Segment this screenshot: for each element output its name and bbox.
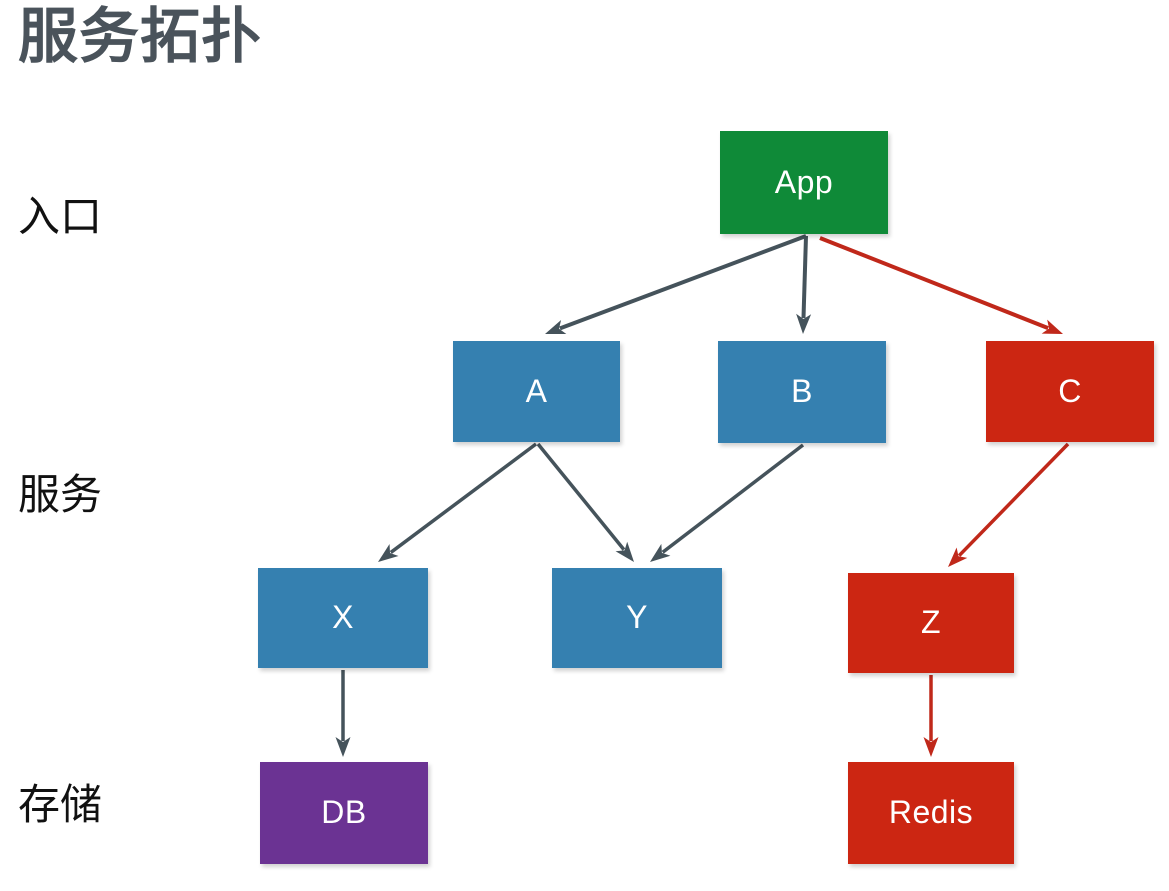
arrowhead-icon xyxy=(796,313,812,334)
node-c-label: C xyxy=(1058,372,1082,409)
node-a-label: A xyxy=(525,372,548,409)
edge-a-to-x xyxy=(378,442,538,562)
edge-line xyxy=(536,442,626,551)
band-label-service: 服务 xyxy=(18,471,103,518)
edge-line xyxy=(819,236,1049,330)
edge-app-to-c xyxy=(819,236,1063,334)
edge-app-to-b xyxy=(796,235,812,334)
node-z-label: Z xyxy=(920,604,942,640)
node-x-label: X xyxy=(332,599,354,635)
node-x[interactable]: X xyxy=(258,568,428,668)
node-redis-label: Redis xyxy=(888,794,974,830)
node-c[interactable]: C xyxy=(986,341,1154,442)
edge-c-to-z xyxy=(948,442,1070,567)
node-db-label: DB xyxy=(321,794,367,830)
edge-z-to-redis xyxy=(923,675,939,757)
edge-app-to-a xyxy=(545,234,807,334)
edge-b-to-y xyxy=(650,443,805,562)
arrowhead-icon xyxy=(923,737,939,757)
arrowhead-icon xyxy=(545,319,567,334)
node-app-label: App xyxy=(774,163,834,200)
band-label-storage: 存储 xyxy=(18,781,103,828)
edge-a-to-y xyxy=(536,442,634,562)
edge-line xyxy=(559,234,807,331)
edge-line xyxy=(801,235,808,319)
arrowhead-icon xyxy=(1041,319,1063,334)
node-app[interactable]: App xyxy=(720,131,888,234)
edge-line xyxy=(389,442,538,554)
edge-line xyxy=(957,442,1070,557)
arrowhead-icon xyxy=(948,547,968,567)
node-z[interactable]: Z xyxy=(848,573,1014,673)
arrowhead-icon xyxy=(335,737,351,757)
arrowhead-icon xyxy=(650,543,671,562)
node-b-label: B xyxy=(791,373,813,409)
band-label-entry: 入口 xyxy=(18,193,103,240)
node-db[interactable]: DB xyxy=(260,762,428,864)
edge-line xyxy=(661,443,805,554)
node-b[interactable]: B xyxy=(718,341,886,443)
page-title: 服务拓扑 xyxy=(18,3,262,70)
node-redis[interactable]: Redis xyxy=(848,762,1014,864)
node-y-label: Y xyxy=(626,599,648,635)
edge-x-to-db xyxy=(335,670,351,757)
arrowhead-icon xyxy=(378,544,399,562)
node-y[interactable]: Y xyxy=(552,568,722,668)
arrowhead-icon xyxy=(615,541,634,562)
node-a[interactable]: A xyxy=(453,341,620,442)
